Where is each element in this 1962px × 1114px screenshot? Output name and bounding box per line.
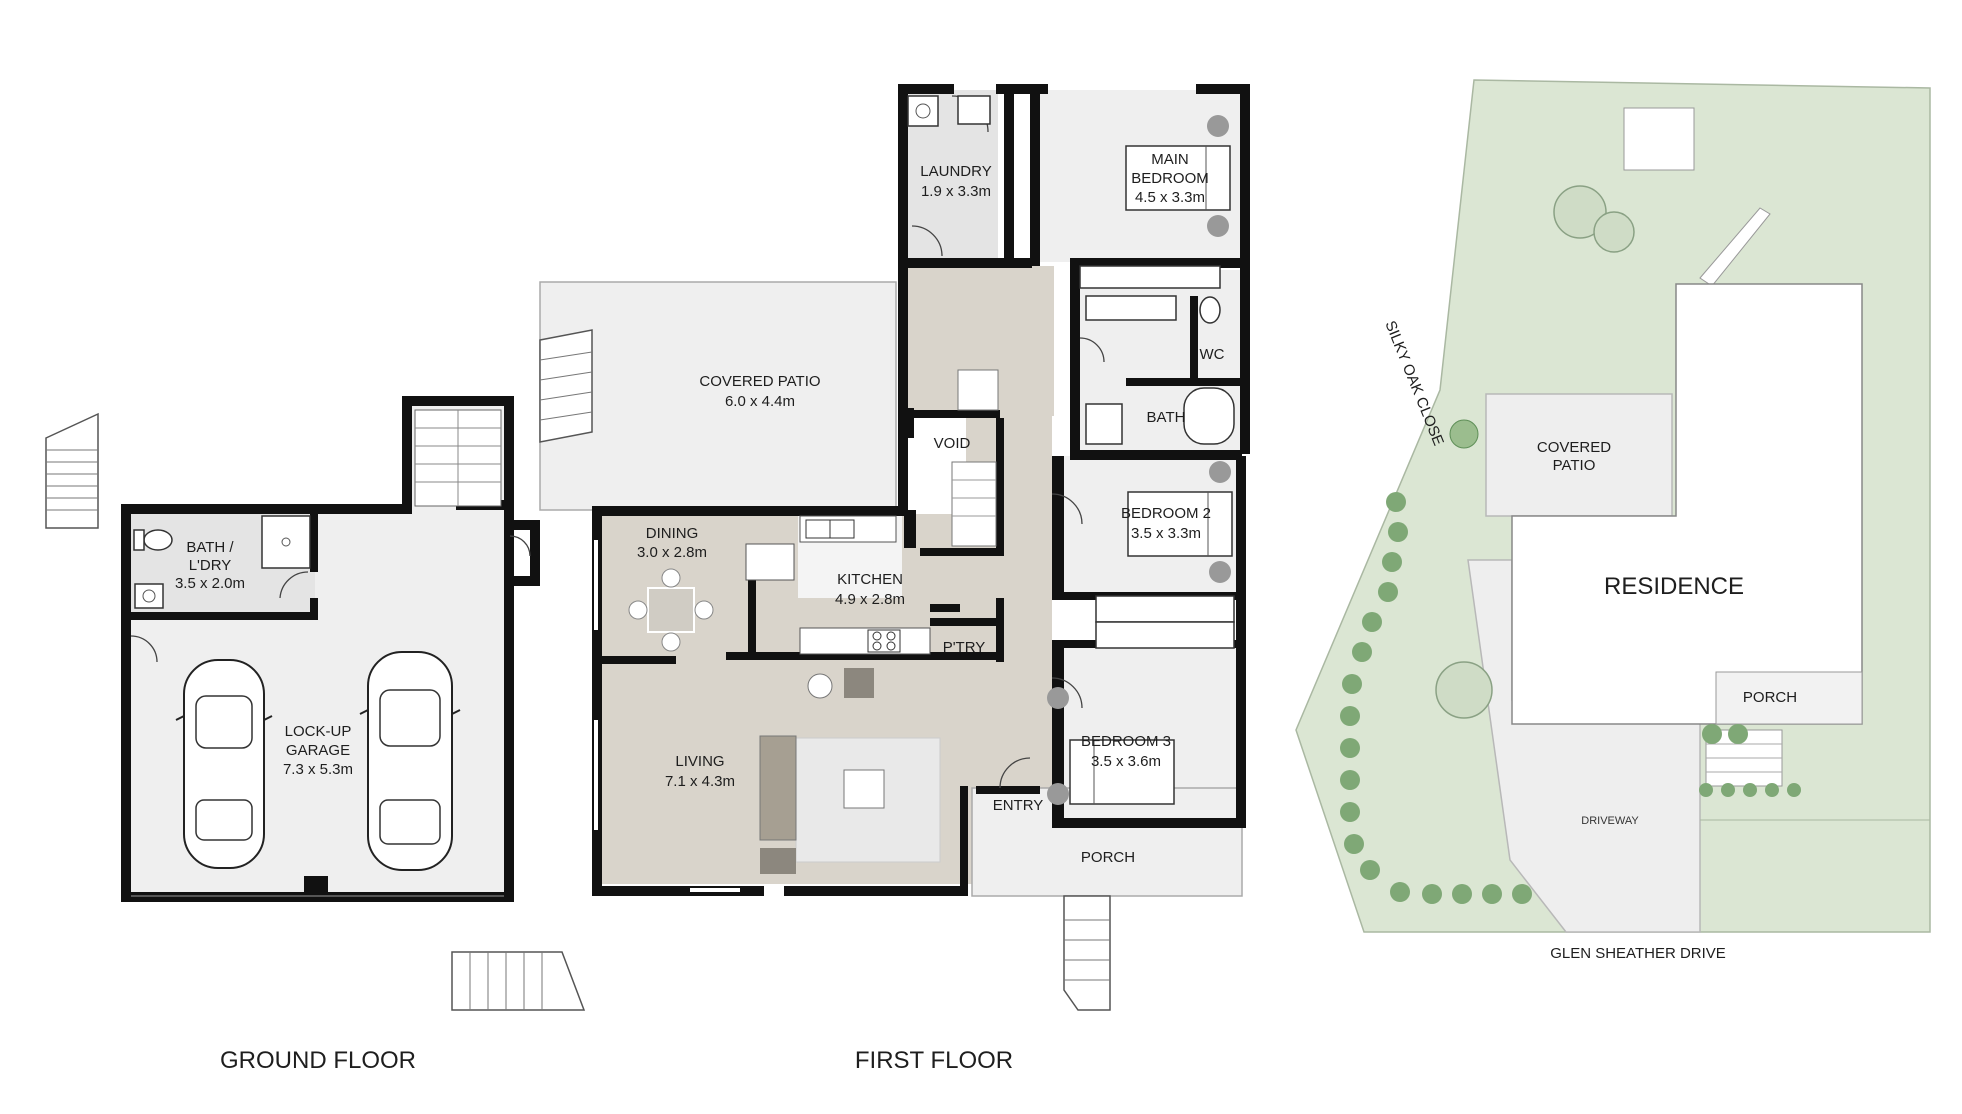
car-icon xyxy=(175,659,273,869)
driveway-label: DRIVEWAY xyxy=(1581,815,1639,827)
main-bedroom-dims: 4.5 x 3.3m xyxy=(1135,189,1205,206)
site-porch xyxy=(1715,671,1863,725)
stair-icon xyxy=(414,409,502,507)
car-icon xyxy=(359,651,461,871)
first-floor-title: FIRST FLOOR xyxy=(855,1047,1013,1074)
bath-label: BATH xyxy=(1147,409,1186,426)
tree-icon xyxy=(1435,185,1635,719)
site-patio-label-2: PATIO xyxy=(1553,457,1596,474)
bedroom2-label: BEDROOM 2 xyxy=(1121,505,1211,522)
main-bedroom-label-1: MAIN xyxy=(1151,151,1189,168)
pantry-label: P'TRY xyxy=(943,639,986,656)
washer-icon xyxy=(957,95,991,125)
bath-ldry-dims: 3.5 x 2.0m xyxy=(175,575,245,592)
laundry-label: LAUNDRY xyxy=(920,163,991,180)
sink-icon xyxy=(907,95,939,127)
residence-footprint xyxy=(1511,283,1863,725)
kitchen-label: KITCHEN xyxy=(837,571,903,588)
dining-label: DINING xyxy=(646,525,699,542)
shower-icon xyxy=(261,515,311,569)
stair-icon xyxy=(45,412,99,529)
stair-icon xyxy=(539,329,593,443)
sink-icon xyxy=(805,519,855,539)
main-bedroom-label-2: BEDROOM xyxy=(1131,170,1209,187)
site-patio xyxy=(1485,393,1673,517)
covered-patio-area xyxy=(539,281,897,511)
toilet-icon xyxy=(1199,296,1221,324)
ground-floor: BATH / L'DRY 3.5 x 2.0m LOCK-UP GARAGE 7… xyxy=(45,396,586,1074)
ground-walls xyxy=(121,396,540,902)
garage-label-2: GARAGE xyxy=(286,742,350,759)
stove-icon xyxy=(867,629,901,653)
shower-icon xyxy=(1085,403,1123,445)
site-patio-label-1: COVERED xyxy=(1537,439,1611,456)
vanity-icon xyxy=(1085,295,1177,321)
garage-label-1: LOCK-UP xyxy=(285,723,352,740)
table-icon xyxy=(628,568,714,652)
porch-label: PORCH xyxy=(1081,849,1135,866)
bed-icon xyxy=(1125,115,1231,237)
stair-icon xyxy=(451,951,586,1011)
sofa-icon xyxy=(759,668,874,874)
living-label: LIVING xyxy=(675,753,724,770)
bedroom3-dims: 3.5 x 3.6m xyxy=(1091,753,1161,770)
stair-icon xyxy=(1063,895,1111,1011)
bed-icon xyxy=(1047,687,1175,805)
bedroom2-dims: 3.5 x 3.3m xyxy=(1131,525,1201,542)
coffee-table-icon xyxy=(843,769,885,809)
dining-dims: 3.0 x 2.8m xyxy=(637,544,707,561)
street-front-label: GLEN SHEATHER DRIVE xyxy=(1550,945,1726,962)
kitchen-dims: 4.9 x 2.8m xyxy=(835,591,905,608)
shrub-icon xyxy=(1340,492,1801,904)
wc-label: WC xyxy=(1200,346,1225,363)
toilet-icon xyxy=(133,529,173,551)
first-floor: COVERED PATIO 6.0 x 4.4m LAUNDRY 1.9 x 3… xyxy=(539,84,1250,1074)
ground-floor-title: GROUND FLOOR xyxy=(220,1047,416,1074)
site-porch-label: PORCH xyxy=(1743,689,1797,706)
garage-dims: 7.3 x 5.3m xyxy=(283,761,353,778)
bedroom3-label: BEDROOM 3 xyxy=(1081,733,1171,750)
laundry-dims: 1.9 x 3.3m xyxy=(921,183,991,200)
bath-ldry-label-1: BATH / xyxy=(186,539,234,556)
bathtub-icon xyxy=(1183,387,1235,445)
sink-icon xyxy=(134,583,164,609)
bath-ldry-label-2: L'DRY xyxy=(189,557,232,574)
void-label: VOID xyxy=(934,435,971,452)
shed-icon xyxy=(1623,107,1695,171)
residence-label: RESIDENCE xyxy=(1604,573,1744,600)
bed-icon xyxy=(1127,461,1233,583)
street-side-label: SILKY OAK CLOSE xyxy=(1381,318,1447,448)
living-dims: 7.1 x 4.3m xyxy=(665,773,735,790)
stair-icon xyxy=(951,461,997,547)
covered-patio-label: COVERED PATIO xyxy=(699,373,820,390)
covered-patio-dims: 6.0 x 4.4m xyxy=(725,393,795,410)
site-plan: SILKY OAK CLOSE COVERED PATIO RESIDENCE … xyxy=(1295,79,1931,962)
entry-label: ENTRY xyxy=(993,797,1044,814)
